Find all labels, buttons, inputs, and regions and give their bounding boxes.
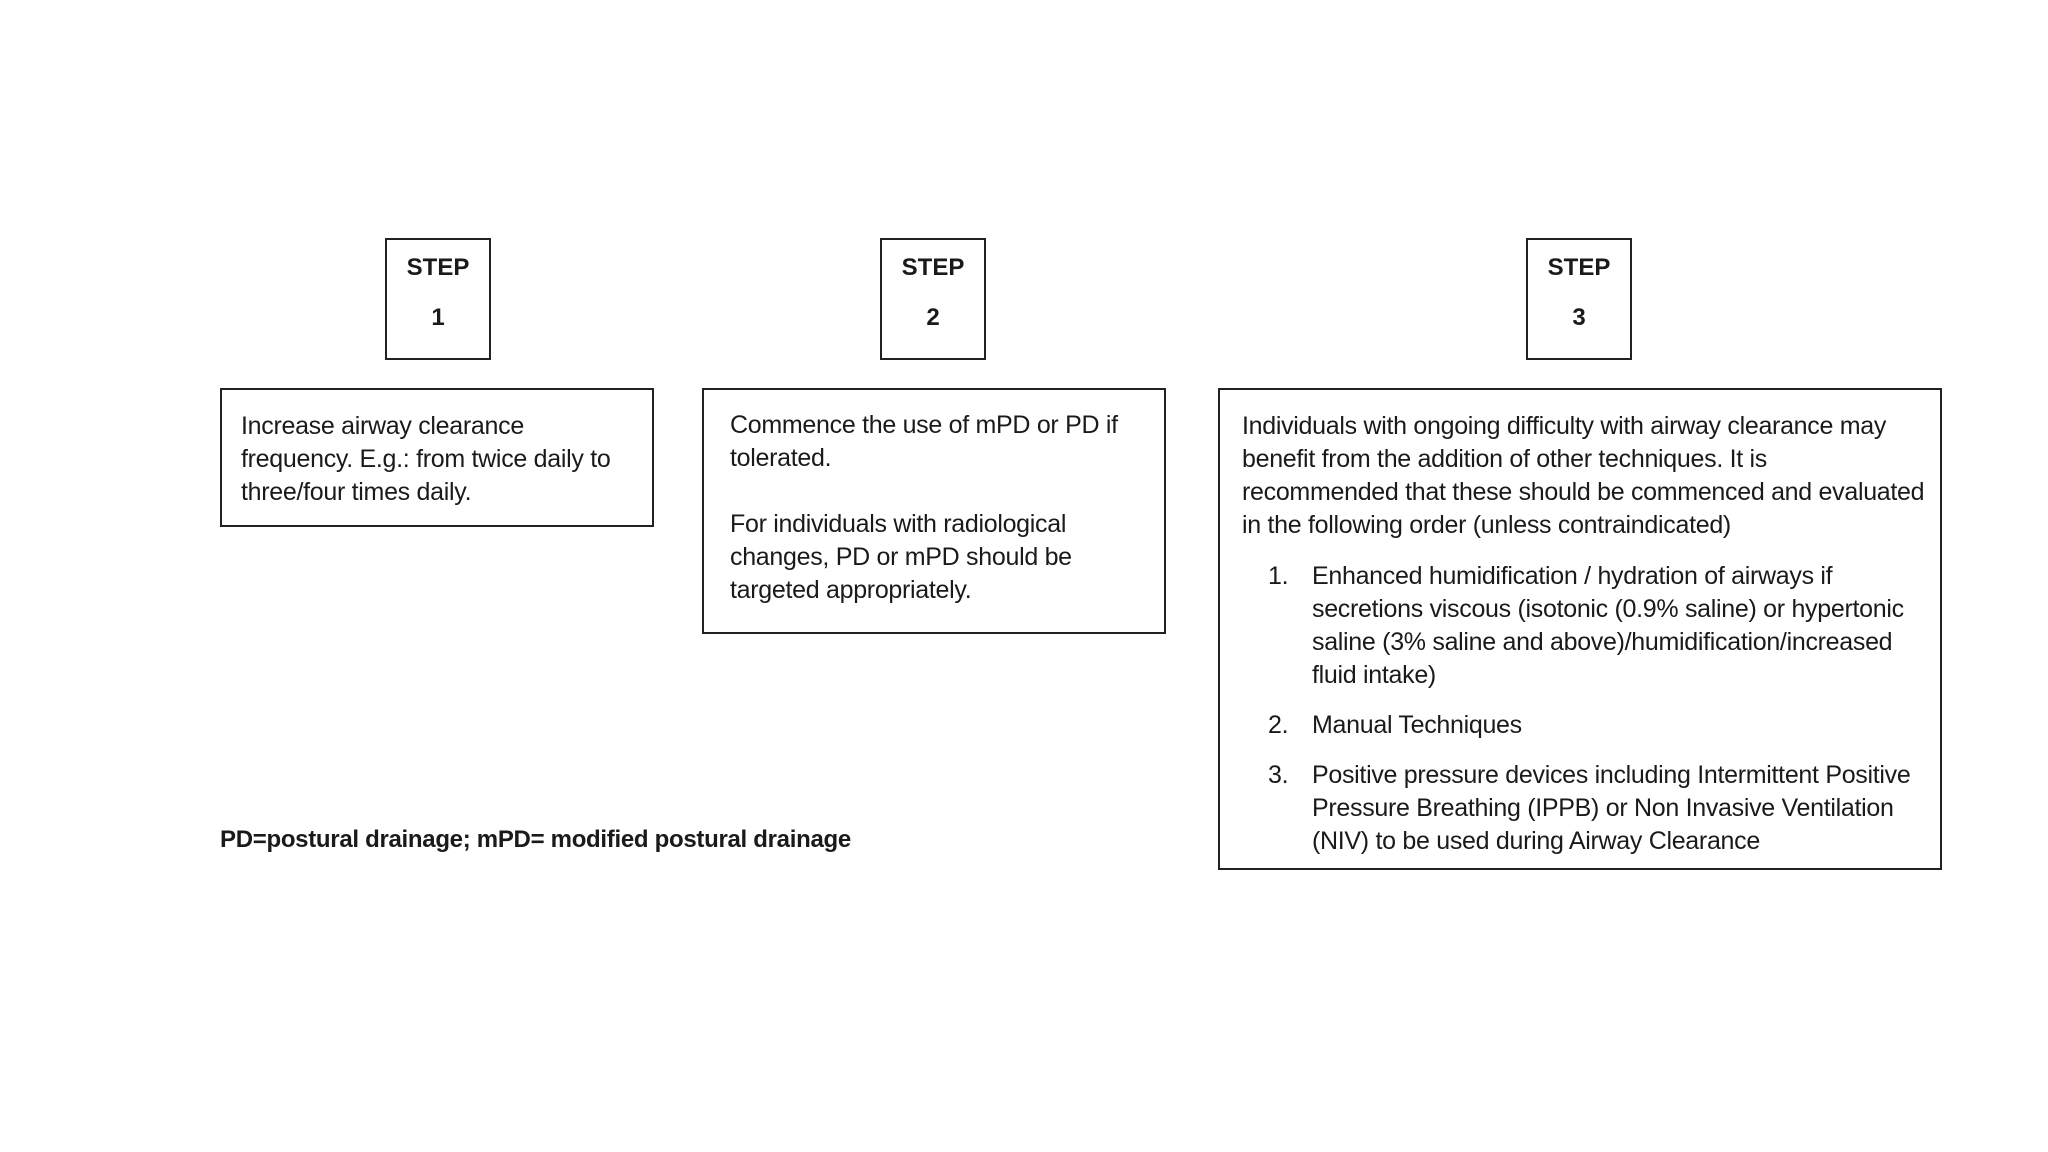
step-1-text: Increase airway clearance frequency. E.g… [241, 412, 611, 506]
list-marker: 1. [1268, 562, 1289, 590]
list-item-text: Enhanced humidification / hydration of a… [1312, 562, 1904, 689]
step-2-box: Commence the use of mPD or PD if tolerat… [702, 388, 1166, 634]
list-item: 1. Enhanced humidification / hydration o… [1242, 560, 1928, 692]
step-3-word: STEP [1547, 254, 1611, 281]
step-1-label: STEP 1 [385, 238, 491, 360]
step-2-label: STEP 2 [880, 238, 986, 360]
step-3-label: STEP 3 [1526, 238, 1632, 360]
list-item: 2. Manual Techniques [1242, 709, 1928, 742]
step-3-number: 3 [1572, 304, 1586, 331]
step-2-paragraph-2: For individuals with radiological change… [730, 510, 1072, 604]
list-item: 3. Positive pressure devices including I… [1242, 759, 1928, 858]
step-3-intro: Individuals with ongoing difficulty with… [1242, 412, 1925, 539]
list-item-text: Manual Techniques [1312, 711, 1522, 739]
step-2-number: 2 [926, 304, 940, 331]
abbreviation-footnote: PD=postural drainage; mPD= modified post… [220, 826, 851, 853]
step-1-number: 1 [431, 304, 445, 331]
list-marker: 3. [1268, 761, 1289, 789]
list-marker: 2. [1268, 711, 1289, 739]
list-item-text: Positive pressure devices including Inte… [1312, 761, 1911, 855]
step-2-paragraph-1: Commence the use of mPD or PD if tolerat… [730, 411, 1118, 472]
step-1-box: Increase airway clearance frequency. E.g… [220, 388, 654, 527]
step-3-list: 1. Enhanced humidification / hydration o… [1242, 560, 1928, 858]
step-3-box: Individuals with ongoing difficulty with… [1218, 388, 1942, 870]
step-1-word: STEP [406, 254, 470, 281]
step-2-word: STEP [901, 254, 965, 281]
